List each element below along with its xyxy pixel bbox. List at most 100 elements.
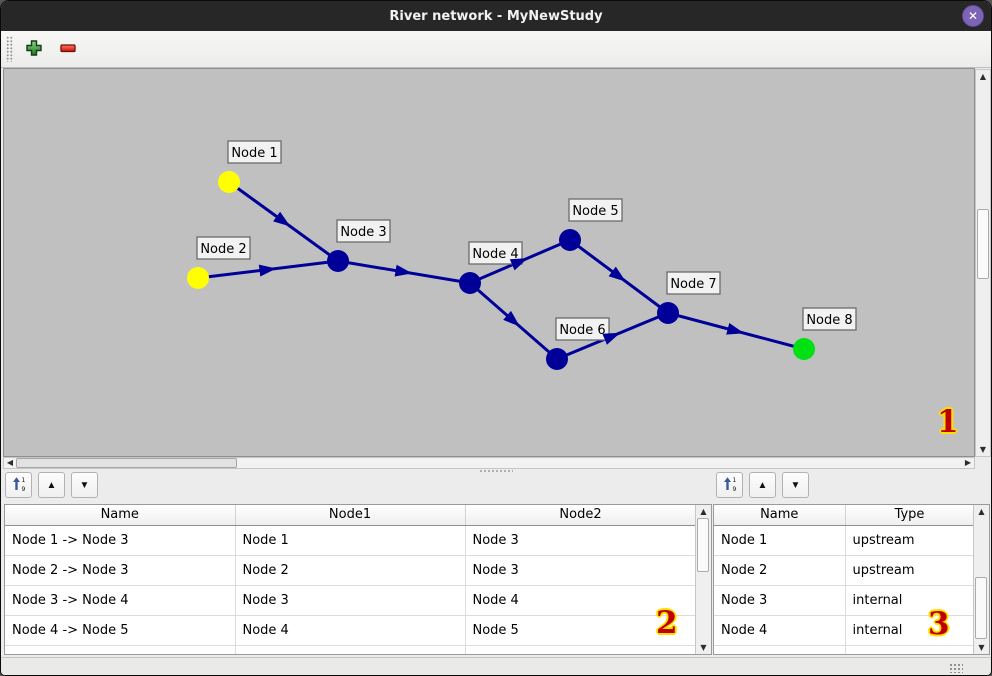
- add-node-button[interactable]: [21, 36, 47, 62]
- scroll-down-icon[interactable]: ▼: [700, 643, 707, 652]
- river-node[interactable]: [459, 272, 481, 294]
- table-cell[interactable]: Node 4: [714, 615, 846, 646]
- svg-text:Node 3: Node 3: [340, 225, 386, 240]
- table-cell[interactable]: Node 5: [465, 615, 697, 646]
- canvas-horizontal-scrollbar[interactable]: ◀ ▶: [3, 457, 975, 469]
- table-cell[interactable]: internal: [845, 615, 975, 646]
- toolbar-drag-handle[interactable]: [6, 36, 13, 62]
- table-cell[interactable]: Node 1: [235, 525, 466, 556]
- links-toolbar: 1 9 ▲ ▼: [5, 472, 98, 498]
- nodes-sort-button[interactable]: 1 9: [716, 472, 743, 498]
- links-sort-button[interactable]: 1 9: [5, 472, 32, 498]
- region-annotation-3: 3: [928, 606, 950, 642]
- svg-text:Node 6: Node 6: [559, 323, 605, 338]
- table-cell[interactable]: Node 3 -> Node 4: [5, 585, 236, 616]
- nodes-toolbar: 1 9 ▲ ▼: [716, 472, 809, 498]
- links-table-scrollbar[interactable]: ▲ ▼: [695, 505, 711, 654]
- svg-text:Node 5: Node 5: [572, 204, 618, 219]
- river-node[interactable]: [218, 171, 240, 193]
- scroll-up-icon[interactable]: ▲: [700, 507, 707, 516]
- table-cell[interactable]: [465, 645, 697, 654]
- river-node[interactable]: [327, 250, 349, 272]
- column-header[interactable]: Type: [845, 505, 975, 526]
- column-header[interactable]: Name: [714, 505, 846, 526]
- canvas-vertical-scrollbar[interactable]: ▲ ▼: [975, 69, 991, 457]
- column-header[interactable]: Node2: [465, 505, 697, 526]
- table-cell[interactable]: Node 3: [714, 585, 846, 616]
- table-cell[interactable]: Node 2: [714, 555, 846, 586]
- edge-arrow-icon: [273, 211, 291, 227]
- nodes-table-scrollbar[interactable]: ▲ ▼: [973, 505, 989, 654]
- vertical-scroll-thumb[interactable]: [977, 209, 989, 279]
- window-title: River network - MyNewStudy: [389, 8, 603, 24]
- scroll-up-icon[interactable]: ▲: [978, 507, 985, 516]
- links-move-down-button[interactable]: ▼: [71, 472, 98, 498]
- river-node[interactable]: [657, 302, 679, 324]
- edge-arrow-icon: [602, 332, 621, 345]
- scroll-right-icon[interactable]: ▶: [964, 458, 972, 467]
- links-move-up-button[interactable]: ▲: [38, 472, 65, 498]
- nodes-move-up-button[interactable]: ▲: [749, 472, 776, 498]
- horizontal-splitter-handle[interactable]: [479, 469, 513, 473]
- horizontal-scroll-thumb[interactable]: [16, 458, 237, 468]
- table-cell[interactable]: [5, 645, 236, 654]
- table-cell[interactable]: Node 4: [235, 615, 466, 646]
- table-cell[interactable]: Node 4 -> Node 5: [5, 615, 236, 646]
- table-cell[interactable]: Node 2 -> Node 3: [5, 555, 236, 586]
- nodes-move-down-button[interactable]: ▼: [782, 472, 809, 498]
- table-row: [714, 645, 975, 654]
- titlebar[interactable]: River network - MyNewStudy ✕: [1, 1, 991, 31]
- column-header[interactable]: Name: [5, 505, 236, 526]
- svg-text:1: 1: [21, 477, 25, 484]
- table-cell[interactable]: Node 1: [714, 525, 846, 556]
- river-node[interactable]: [546, 348, 568, 370]
- column-header[interactable]: Node1: [235, 505, 466, 526]
- table-cell[interactable]: internal: [845, 585, 975, 616]
- table-cell[interactable]: Node 3: [235, 585, 466, 616]
- table-cell[interactable]: Node 2: [235, 555, 466, 586]
- nodes-scroll-thumb[interactable]: [975, 577, 987, 639]
- links-scroll-thumb[interactable]: [697, 518, 709, 572]
- region-annotation-2: 2: [656, 605, 678, 641]
- resize-grip-icon[interactable]: [949, 663, 963, 673]
- svg-text:Node 4: Node 4: [472, 247, 518, 262]
- sort-ascending-icon: 1 9: [11, 476, 27, 495]
- table-cell[interactable]: [714, 645, 846, 654]
- table-cell[interactable]: upstream: [845, 525, 975, 556]
- close-button[interactable]: ✕: [962, 5, 984, 27]
- table-row: [5, 645, 697, 654]
- triangle-up-icon: ▲: [757, 479, 768, 491]
- table-cell[interactable]: upstream: [845, 555, 975, 586]
- table-cell[interactable]: Node 1 -> Node 3: [5, 525, 236, 556]
- table-cell[interactable]: [845, 645, 975, 654]
- node-label: Node 3: [336, 219, 391, 243]
- main-toolbar: [1, 31, 991, 68]
- table-cell[interactable]: Node 3: [465, 555, 697, 586]
- river-node[interactable]: [793, 338, 815, 360]
- table-cell[interactable]: [235, 645, 466, 654]
- sort-ascending-icon: 1 9: [722, 476, 738, 495]
- node-label: Node 7: [666, 271, 721, 295]
- svg-text:9: 9: [732, 486, 736, 492]
- table-cell[interactable]: Node 3: [465, 525, 697, 556]
- river-node[interactable]: [187, 267, 209, 289]
- scroll-up-icon[interactable]: ▲: [979, 72, 987, 81]
- scroll-down-icon[interactable]: ▼: [979, 445, 987, 454]
- remove-node-button[interactable]: [55, 36, 81, 62]
- scroll-down-icon[interactable]: ▼: [978, 643, 985, 652]
- node-label: Node 6: [555, 317, 610, 341]
- river-node[interactable]: [559, 229, 581, 251]
- edge-arrow-icon: [509, 258, 528, 271]
- svg-text:Node 2: Node 2: [200, 242, 246, 257]
- table-cell[interactable]: Node 4: [465, 585, 697, 616]
- edge-arrow-icon: [258, 264, 277, 277]
- scroll-left-icon[interactable]: ◀: [6, 458, 14, 467]
- svg-text:1: 1: [732, 477, 736, 484]
- triangle-down-icon: ▼: [790, 479, 801, 491]
